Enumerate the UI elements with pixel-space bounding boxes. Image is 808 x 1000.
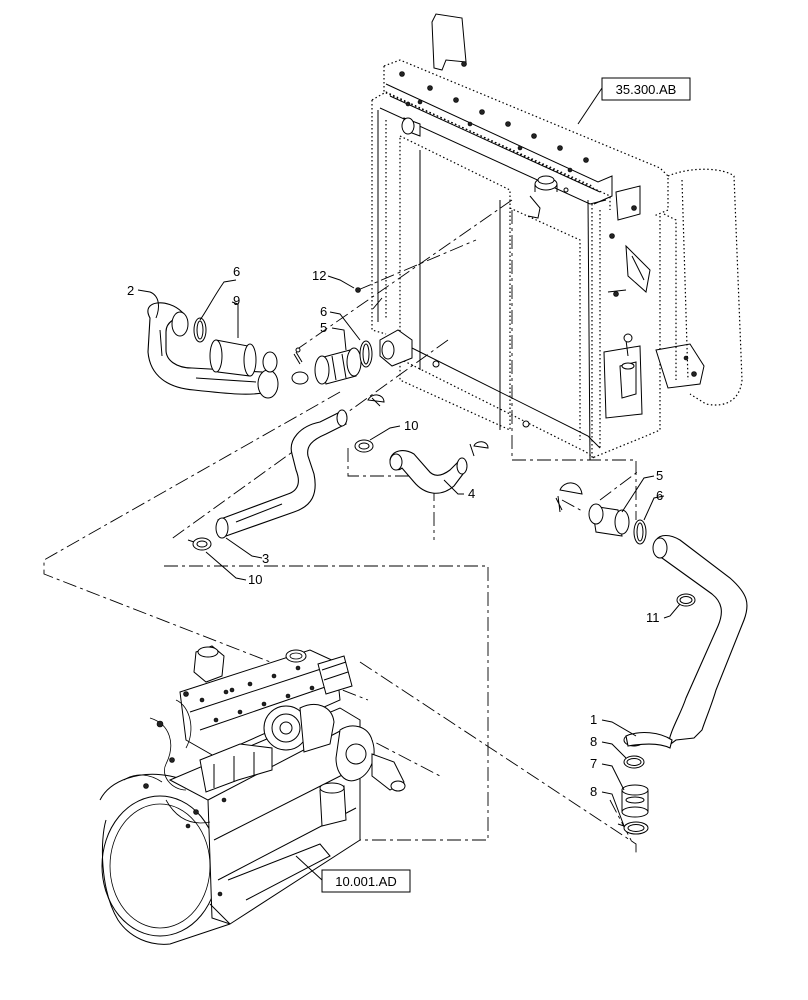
clamp-lower-5 <box>555 482 583 513</box>
clamp-near-hose-4 <box>469 441 489 457</box>
leader-lines <box>137 87 681 881</box>
engine-reference-label: 10.001.AD <box>335 874 396 889</box>
callout-5-right: 5 <box>656 468 663 483</box>
clamp-10-lower <box>187 537 212 551</box>
clamp-6-lower <box>633 519 647 545</box>
clamp-8-lower <box>617 821 649 835</box>
engine-assembly <box>99 645 406 945</box>
callout-4: 4 <box>468 486 475 501</box>
tube-1 <box>623 534 748 749</box>
callout-12: 12 <box>312 268 326 283</box>
fitting-7 <box>621 784 649 818</box>
clamp-8-upper <box>623 755 645 769</box>
callout-10-upper: 10 <box>404 418 418 433</box>
callout-6-upper: 6 <box>320 304 327 319</box>
clamp-6-upper <box>359 340 373 368</box>
callout-10-lower: 10 <box>248 572 262 587</box>
callout-1: 1 <box>590 712 597 727</box>
callout-8-upper: 8 <box>590 734 597 749</box>
callout-3: 3 <box>262 551 269 566</box>
bolt-12 <box>355 287 361 293</box>
clamp-near-sleeve <box>262 347 309 385</box>
clamp-11 <box>676 593 696 607</box>
reference-box-engine[interactable]: 10.001.AD <box>321 869 411 893</box>
callout-9: 9 <box>233 293 240 308</box>
callout-2: 2 <box>127 283 134 298</box>
sleeve-9 <box>209 339 257 377</box>
radiator-assembly <box>371 13 743 461</box>
sleeve-5-upper <box>314 347 362 385</box>
clamp-6-left <box>193 317 207 343</box>
callout-6-top-left: 6 <box>233 264 240 279</box>
callout-labels: 2 6 9 12 6 5 10 4 3 10 5 6 11 1 8 7 8 <box>127 264 663 799</box>
clamp-below-sleeve <box>367 394 385 407</box>
radiator-reference-label: 35.300.AB <box>616 82 677 97</box>
callout-6-right: 6 <box>656 488 663 503</box>
tube-3 <box>215 409 348 539</box>
reference-box-radiator[interactable]: 35.300.AB <box>601 77 691 101</box>
callout-11: 11 <box>646 610 660 625</box>
hose-4 <box>389 450 468 494</box>
callout-8-lower: 8 <box>590 784 597 799</box>
clamp-10-upper <box>354 439 374 453</box>
callout-5-upper: 5 <box>320 320 327 335</box>
callout-7: 7 <box>590 756 597 771</box>
sleeve-5-lower <box>588 503 630 537</box>
